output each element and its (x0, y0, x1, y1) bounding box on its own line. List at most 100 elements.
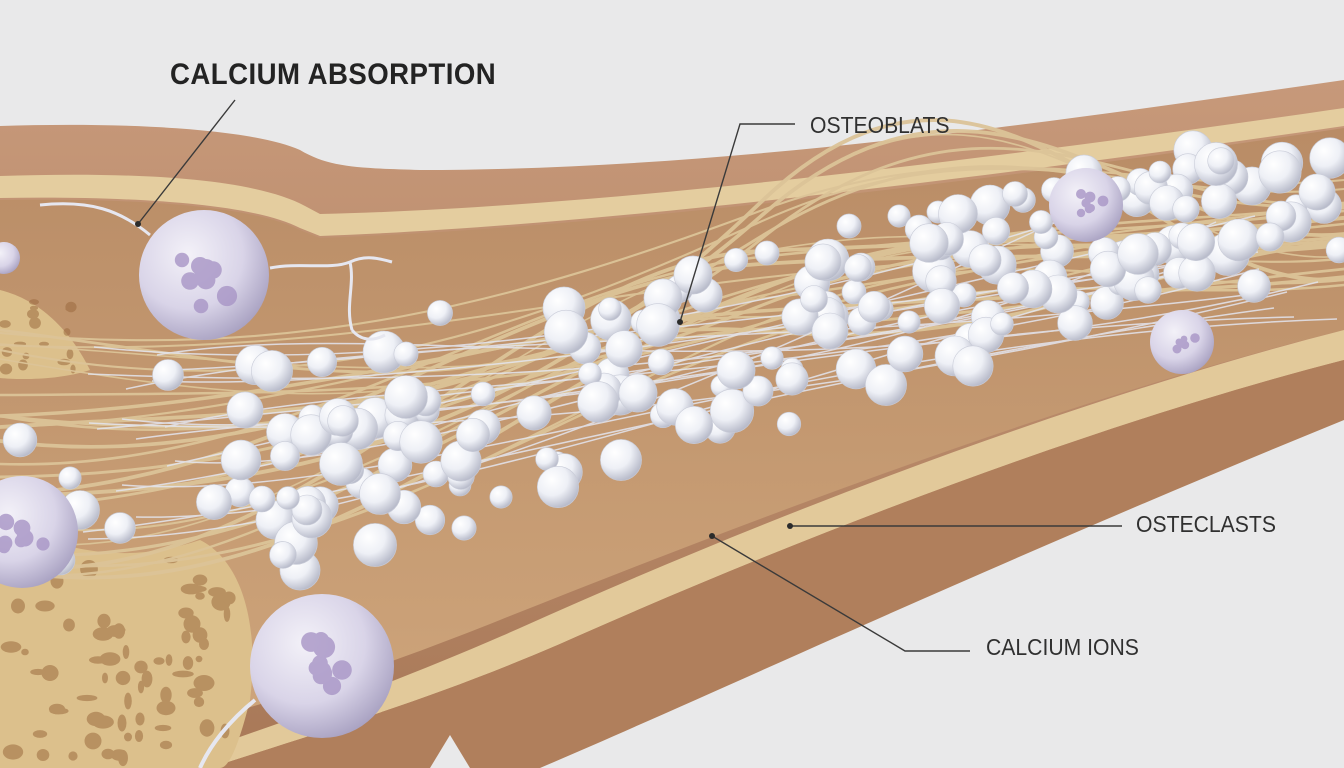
bone-pore (134, 730, 144, 742)
bone-pore (160, 686, 172, 704)
nucleus-blob (216, 285, 238, 307)
nucleus-blob (1097, 195, 1109, 207)
calcium-ion (723, 248, 748, 273)
calcium-ion (800, 285, 828, 313)
calcium-ion (251, 350, 293, 392)
calcium-ion (1002, 181, 1028, 207)
bone-pore (99, 652, 121, 666)
label-osteoblasts: OSTEOBLATS (810, 112, 950, 138)
calcium-ion (952, 345, 994, 387)
bone-pore (11, 598, 25, 614)
bone-pore (84, 732, 102, 750)
bone-rim-bottom (150, 330, 1344, 768)
bone-pore (135, 712, 145, 726)
bone-pore (165, 654, 173, 666)
bone-pore (193, 696, 205, 708)
calcium-ion (887, 204, 911, 228)
calcium-ion (709, 388, 755, 434)
calcium-ion (489, 485, 513, 509)
bone-pore (185, 585, 207, 593)
bone-pore (115, 670, 131, 686)
nucleus-blob (1190, 333, 1200, 343)
bone-pore (199, 719, 215, 737)
bone-pore (172, 670, 194, 678)
calcium-ion (1117, 233, 1159, 275)
calcium-ion (353, 523, 397, 567)
nucleus-blob (196, 270, 216, 290)
bone-pore (199, 638, 209, 650)
calcium-ion (1057, 305, 1093, 341)
bone-pore (2, 744, 24, 760)
nucleus-blob (332, 660, 352, 680)
calcium-ion (1029, 210, 1053, 234)
bone-pore (124, 732, 132, 742)
calcium-ion (319, 442, 363, 486)
calcium-ion (990, 312, 1014, 336)
calcium-ion (270, 441, 300, 471)
calcium-ion (776, 411, 802, 437)
bone-pore (187, 688, 203, 698)
calcium-ion (742, 375, 774, 407)
bone-pore (0, 320, 11, 328)
bone-pore (195, 655, 203, 663)
calcium-ion (470, 381, 496, 407)
callout-dots (135, 221, 793, 539)
bone-pore (29, 299, 39, 305)
bone-pore (76, 694, 98, 702)
nucleus-blob (313, 632, 329, 648)
label-calcium-ions: CALCIUM IONS (986, 634, 1139, 660)
nucleus-blob (13, 519, 31, 537)
bone-pore (21, 648, 29, 656)
calcium-ion (636, 303, 680, 347)
bone-pore (153, 657, 165, 665)
bone-pore (101, 748, 115, 760)
callout-line-calcium-ions (711, 535, 970, 652)
calcium-ion (577, 381, 619, 423)
bone-pore (18, 359, 28, 371)
bone-rim-top (0, 108, 1344, 236)
calcium-ion (775, 362, 809, 396)
calcium-ion (384, 375, 428, 419)
calcium-ion (1207, 147, 1235, 175)
calcium-ion (1237, 269, 1271, 303)
nucleus-blob (1172, 344, 1182, 354)
calcium-ion (598, 297, 622, 321)
nucleus-blob (174, 252, 190, 268)
bone-pore (223, 606, 231, 622)
calcium-ion (536, 465, 579, 508)
nucleus-blob (1076, 189, 1086, 199)
calcium-ion (1255, 222, 1285, 252)
calcium-ion (1134, 276, 1162, 304)
bone-pore (29, 317, 41, 329)
bone-pore (66, 348, 74, 360)
calcium-ion (104, 512, 136, 544)
calcium-ion (291, 494, 323, 526)
calcium-ion (455, 417, 490, 452)
bone-pore (49, 707, 69, 715)
nucleus-blob (315, 664, 333, 682)
calcium-ion (857, 290, 890, 323)
calcium-ion (248, 485, 276, 513)
calcium-ion (716, 350, 756, 390)
bone-pore (156, 700, 176, 716)
label-osteoclasts: OSTECLASTS (1136, 511, 1276, 537)
calcium-ion (865, 364, 907, 406)
cell-thread (121, 318, 1338, 488)
calcium-ion (393, 341, 419, 367)
calcium-ion (152, 359, 184, 391)
calcium-ion (543, 309, 589, 355)
calcium-ion (276, 486, 300, 510)
calcium-ion (754, 240, 780, 266)
calcium-ion (997, 272, 1029, 304)
calcium-ion (2, 422, 38, 458)
calcium-ion (618, 373, 658, 413)
calcium-ion (760, 346, 784, 370)
bone-pore (124, 692, 132, 710)
bone-pore (70, 364, 76, 374)
callout-line-calcium-absorption (137, 99, 236, 225)
bone-pore (41, 665, 59, 681)
calcium-ion-spheres (2, 130, 1344, 591)
bone-pore (68, 751, 78, 761)
